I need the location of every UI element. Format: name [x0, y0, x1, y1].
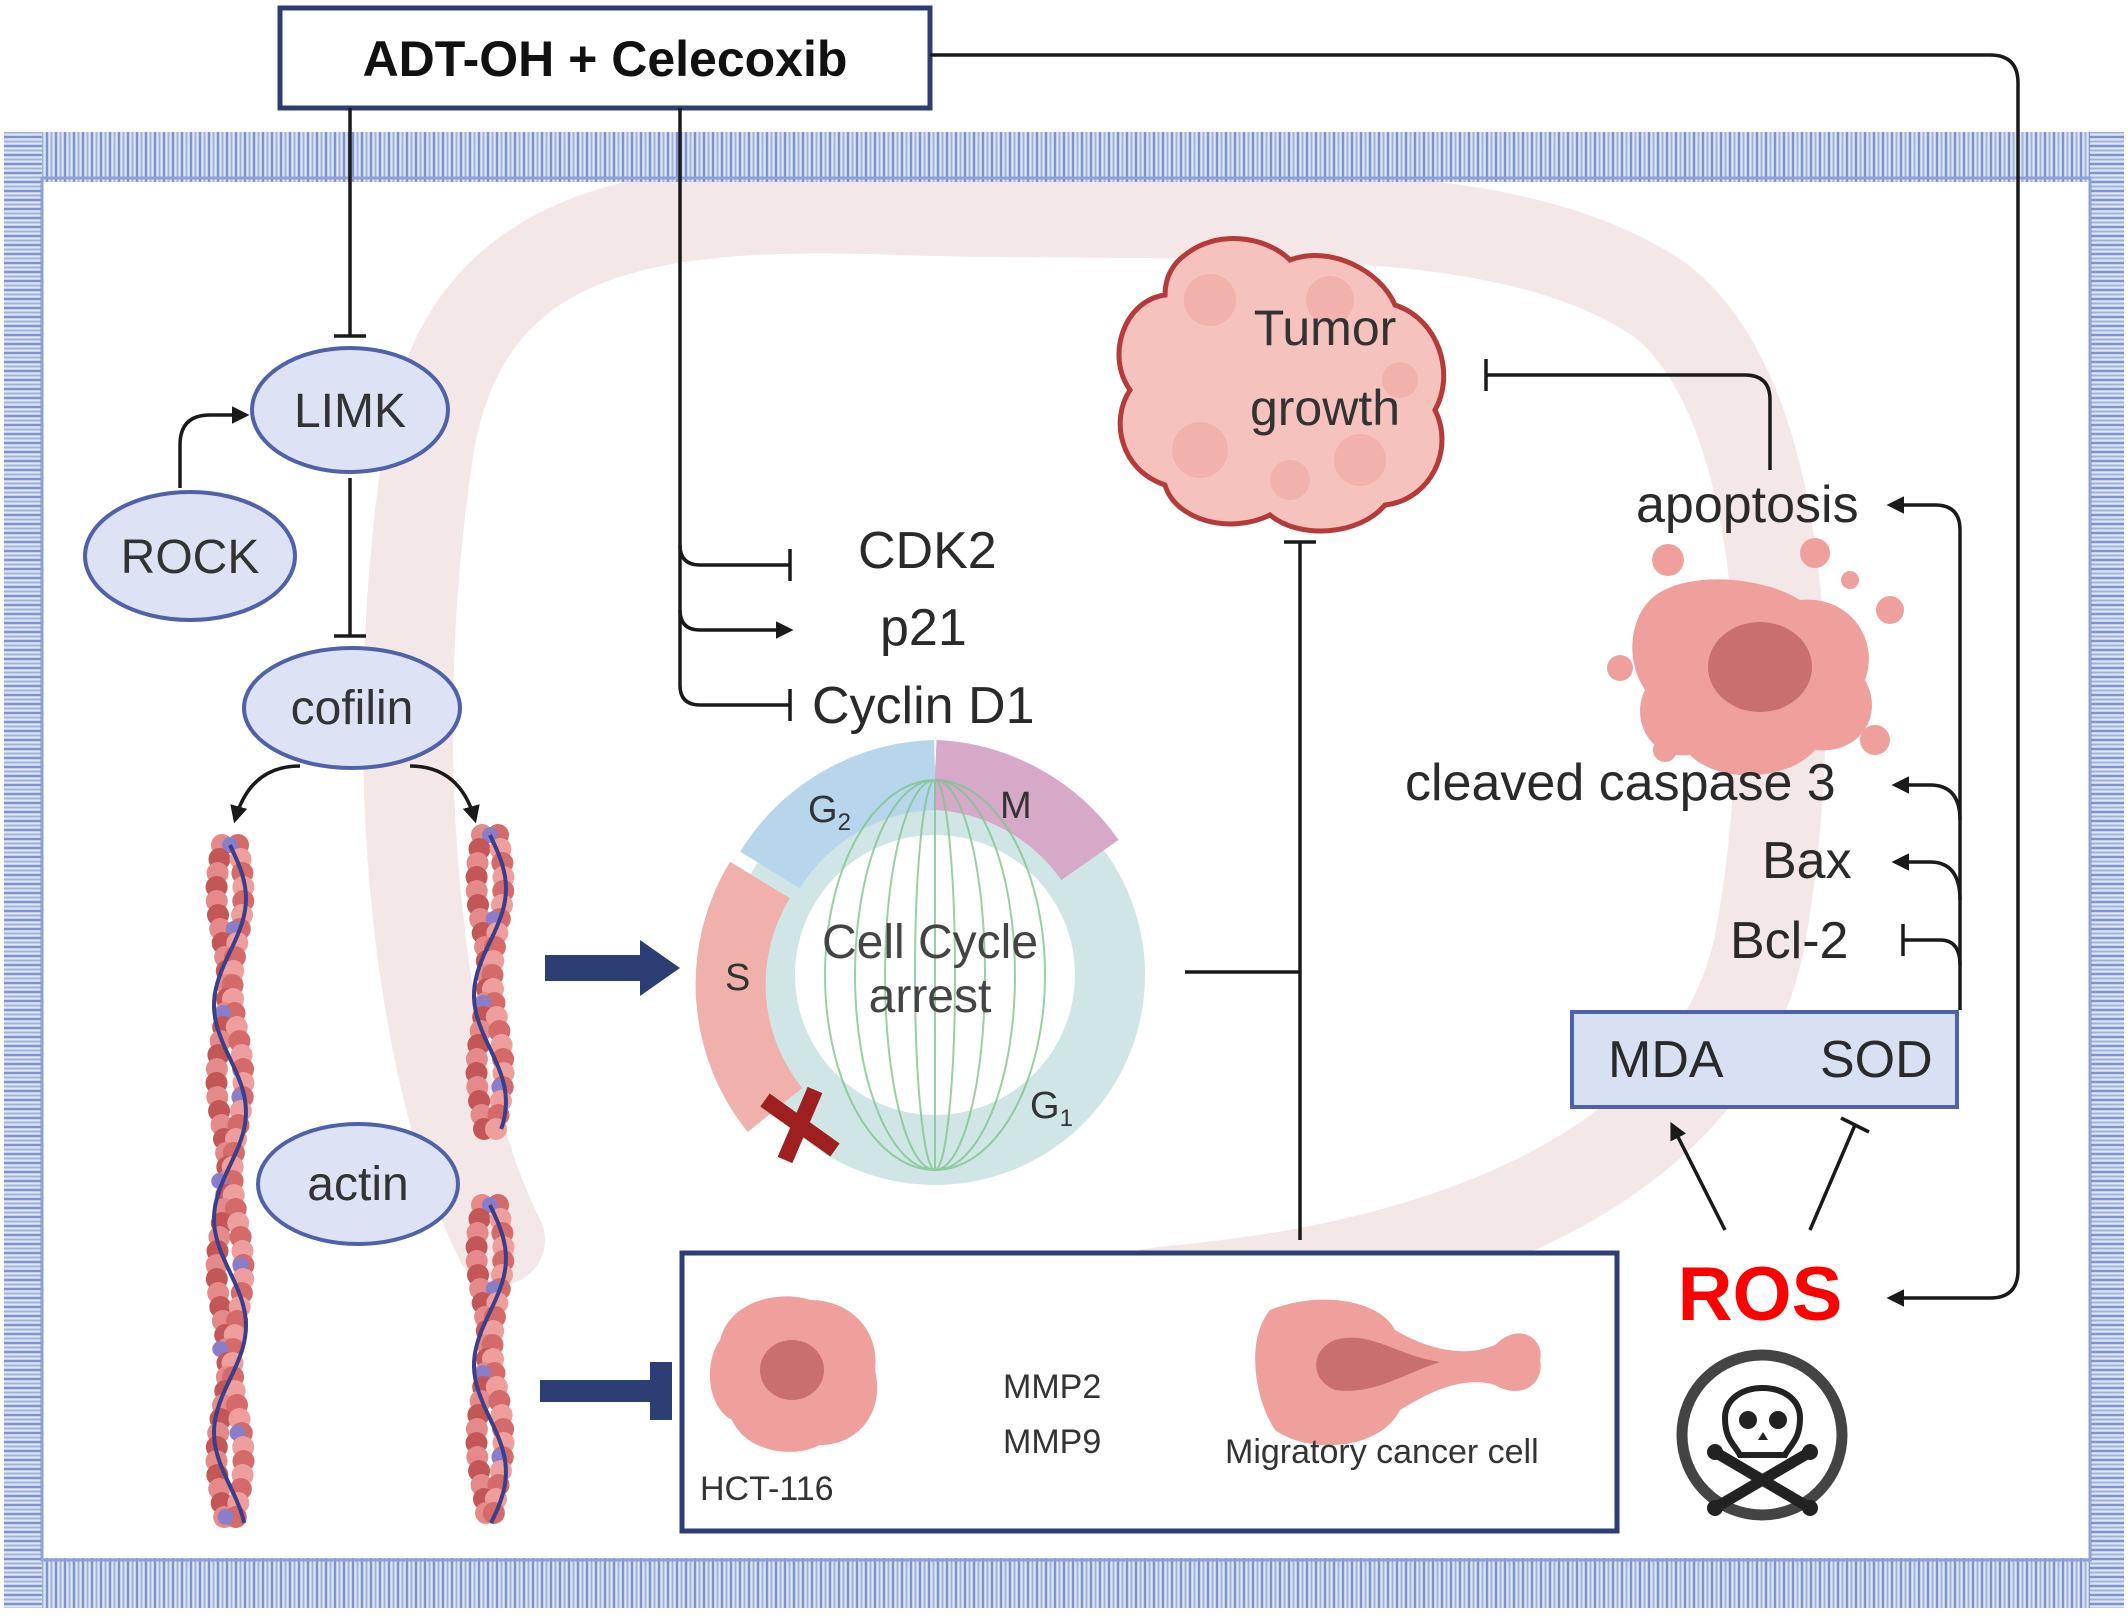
mmp9-label: MMP9: [1003, 1423, 1101, 1461]
mda-label: MDA: [1608, 1031, 1724, 1089]
phase-g2-arc: [740, 740, 937, 890]
cell-cycle-label-2: arrest: [869, 970, 992, 1023]
cofilin-label: cofilin: [291, 682, 414, 735]
actin-filament-right-bottom: [465, 1194, 515, 1524]
hct116-cell-icon: [709, 1296, 878, 1452]
ros-label: ROS: [1678, 1252, 1843, 1337]
sod-label: SOD: [1820, 1031, 1933, 1089]
apoptosis-label: apoptosis: [1636, 476, 1859, 534]
limk-label: LIMK: [294, 385, 406, 438]
bax-label: Bax: [1762, 832, 1852, 890]
drug-combination-box: ADT-OH + Celecoxib: [277, 5, 933, 111]
drug-title: ADT-OH + Celecoxib: [363, 31, 848, 87]
actin-strand: [471, 1204, 509, 1524]
tumor-label-1: Tumor: [1254, 300, 1397, 356]
tumor-growth-node: Tumor growth: [1116, 236, 1447, 534]
actin-node: actin: [256, 1122, 460, 1246]
colon-background: [362, 163, 1826, 1505]
phase-m-label: M: [1000, 785, 1032, 827]
bcl2-label: Bcl-2: [1730, 912, 1848, 970]
marker-cdk2: CDK2: [858, 522, 997, 580]
actin-effect-arrows: [540, 940, 680, 1420]
migratory-cell-icon: [1255, 1299, 1541, 1446]
block-x-icon: [760, 1086, 840, 1164]
rock-node: ROCK: [83, 490, 297, 622]
marker-p21: p21: [880, 599, 967, 657]
tumor-label-2: growth: [1250, 380, 1400, 436]
cofilin-node: cofilin: [242, 646, 462, 770]
phase-g2-label: G2: [808, 789, 851, 836]
actin-to-cellcycle-arrow: [545, 940, 680, 996]
apoptotic-cell-icon: [1607, 538, 1904, 776]
limk-node: LIMK: [250, 346, 450, 474]
skull-crossbones-icon: [1676, 1349, 1848, 1521]
phase-g1-label: G1: [1030, 1085, 1073, 1132]
rock-label: ROCK: [121, 531, 260, 584]
actin-filament-left: [205, 834, 255, 1528]
actin-binding-protein: [217, 1509, 234, 1525]
actin-strand: [471, 834, 509, 1130]
phase-s-label: S: [725, 957, 750, 999]
phase-s-arc: [695, 861, 803, 1132]
migratory-label: Migratory cancer cell: [1225, 1433, 1539, 1471]
actin-filament-right-top: [465, 824, 515, 1140]
migration-box: HCT-116 MMP2 MMP9 Migratory cancer cell: [679, 1250, 1620, 1534]
actin-strand: [211, 844, 249, 1524]
mda-sod-box: MDA SOD: [1570, 1010, 1959, 1109]
actin-inhibits-migration-arrow: [540, 1362, 672, 1420]
phase-m-arc: [932, 740, 1119, 881]
cell-cycle-label-1: Cell Cycle: [822, 916, 1038, 969]
cell-cycle-ring: Cell Cycle arrest G2 M S G1: [695, 740, 1145, 1185]
mitotic-spindle-icon: [824, 779, 1046, 1171]
marker-cyclin-d1: Cyclin D1: [812, 677, 1035, 735]
mmp2-label: MMP2: [1003, 1368, 1101, 1406]
actin-label: actin: [307, 1158, 408, 1211]
caspase-label: cleaved caspase 3: [1405, 754, 1836, 812]
hct116-label: HCT-116: [700, 1470, 834, 1508]
cell-membrane: [4, 132, 2124, 1608]
